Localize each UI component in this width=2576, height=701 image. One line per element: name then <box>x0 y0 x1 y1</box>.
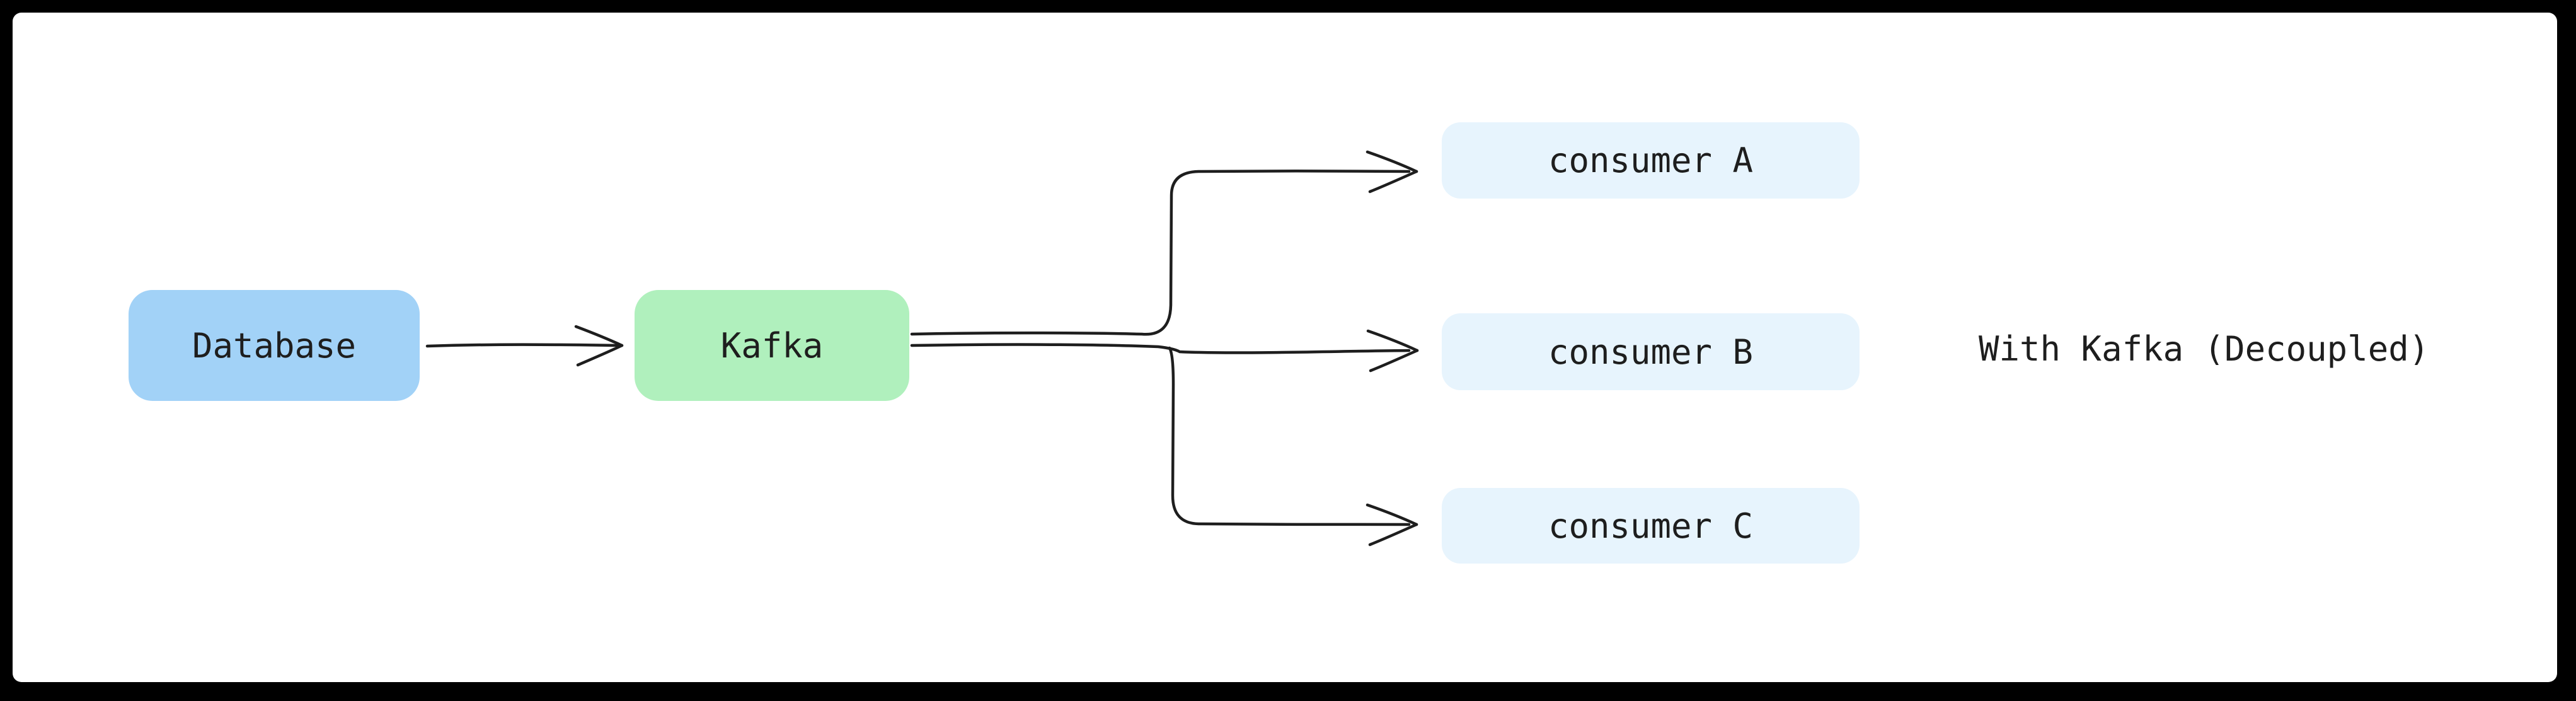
arrow-shaft <box>1168 346 1411 526</box>
arrow-kafka-to-consumer-a <box>910 150 1418 336</box>
diagram-canvas <box>13 13 2557 682</box>
arrowhead-icon <box>1369 349 1419 373</box>
arrowhead-icon <box>1366 503 1418 526</box>
arrowhead-icon <box>1366 329 1419 352</box>
arrow-shaft <box>910 170 1411 336</box>
node-consumer-a-label: consumer A <box>1548 141 1754 180</box>
node-consumer-a: consumer A <box>1442 122 1860 199</box>
arrow-shaft <box>910 343 1411 354</box>
diagram-caption: With Kafka (Decoupled) <box>1979 328 2430 369</box>
node-kafka: Kafka <box>635 290 909 401</box>
arrowhead-icon <box>576 344 624 367</box>
arrow-shaft <box>425 343 623 348</box>
node-consumer-c: consumer C <box>1442 488 1860 564</box>
node-kafka-label: Kafka <box>720 325 824 366</box>
arrow-kafka-to-consumer-c <box>1168 346 1418 547</box>
arrowhead-icon <box>1366 150 1418 173</box>
arrowhead-icon <box>1368 523 1418 547</box>
node-database: Database <box>129 290 420 401</box>
node-consumer-b-label: consumer B <box>1548 332 1754 372</box>
arrowhead-icon <box>1368 170 1418 194</box>
node-database-label: Database <box>192 325 357 366</box>
arrowhead-icon <box>574 325 624 347</box>
arrow-kafka-to-consumer-b <box>910 329 1419 373</box>
node-consumer-b: consumer B <box>1442 313 1860 390</box>
arrow-database-to-kafka <box>425 325 624 367</box>
node-consumer-c-label: consumer C <box>1548 506 1754 546</box>
